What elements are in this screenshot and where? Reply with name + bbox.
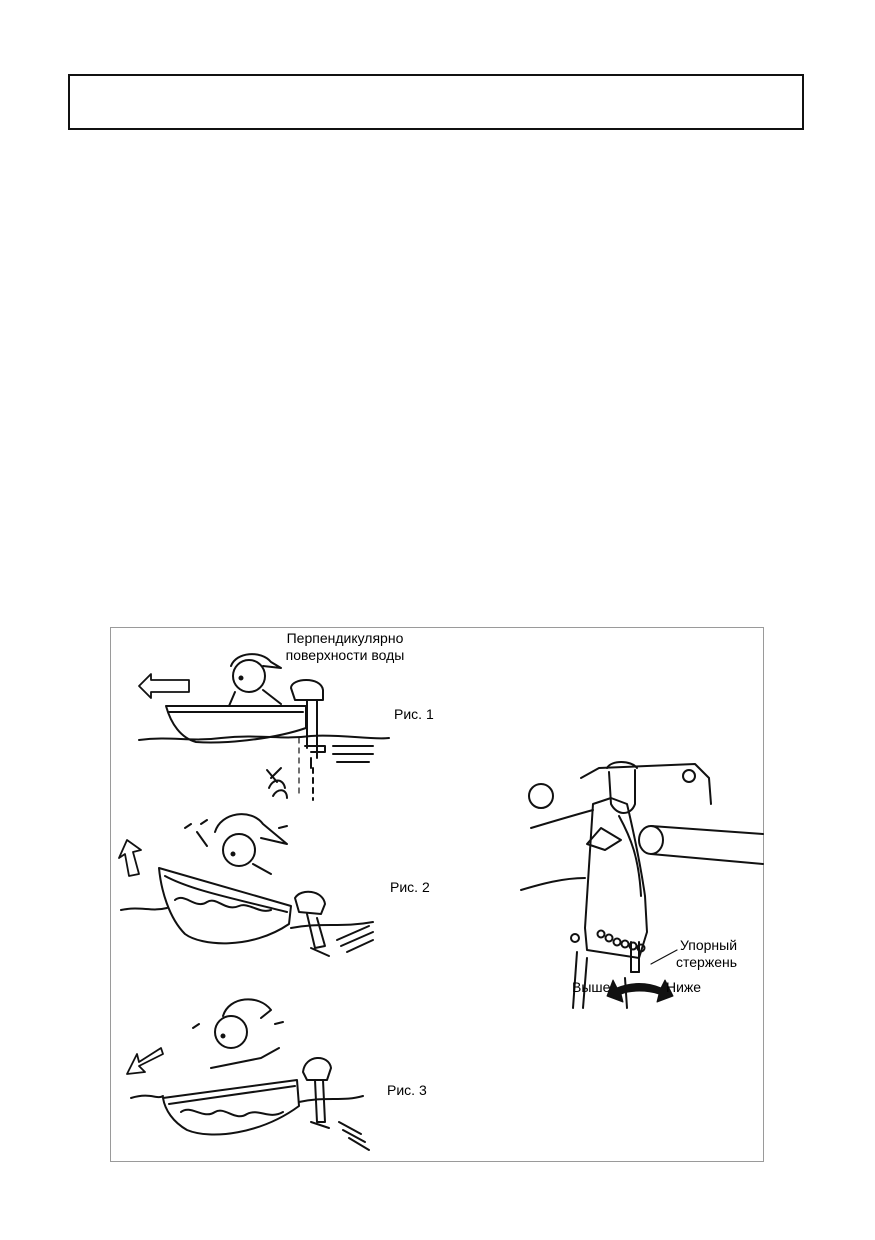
lower-label: Ниже (666, 979, 702, 995)
figure-drawing (118, 653, 764, 1151)
arrow-down-left-icon (126, 1047, 164, 1075)
perpendicular-label-line2: поверхности воды (285, 647, 405, 663)
arrow-left-icon (138, 673, 190, 699)
fig2-boat-illustration (118, 813, 374, 957)
fig1-caption: Рис. 1 (394, 706, 434, 722)
stop-rod-label-line1: Упорный (680, 937, 738, 953)
tilt-bracket-illustration (520, 761, 764, 1009)
fig1-boat-illustration (138, 653, 390, 801)
trim-angle-figure: Перпендикулярно поверхности воды Рис. 1 … (110, 627, 764, 1162)
fig3-caption: Рис. 3 (387, 1082, 427, 1098)
header-box (68, 74, 804, 130)
fig2-caption: Рис. 2 (390, 879, 430, 895)
arrow-up-left-icon (118, 839, 142, 877)
curved-double-arrow-icon (606, 979, 674, 1003)
perpendicular-label-line1: Перпендикулярно (286, 630, 404, 646)
higher-label: Выше (572, 979, 611, 995)
stop-rod-label-line2: стержень (676, 954, 738, 970)
fig3-boat-illustration (126, 998, 370, 1151)
